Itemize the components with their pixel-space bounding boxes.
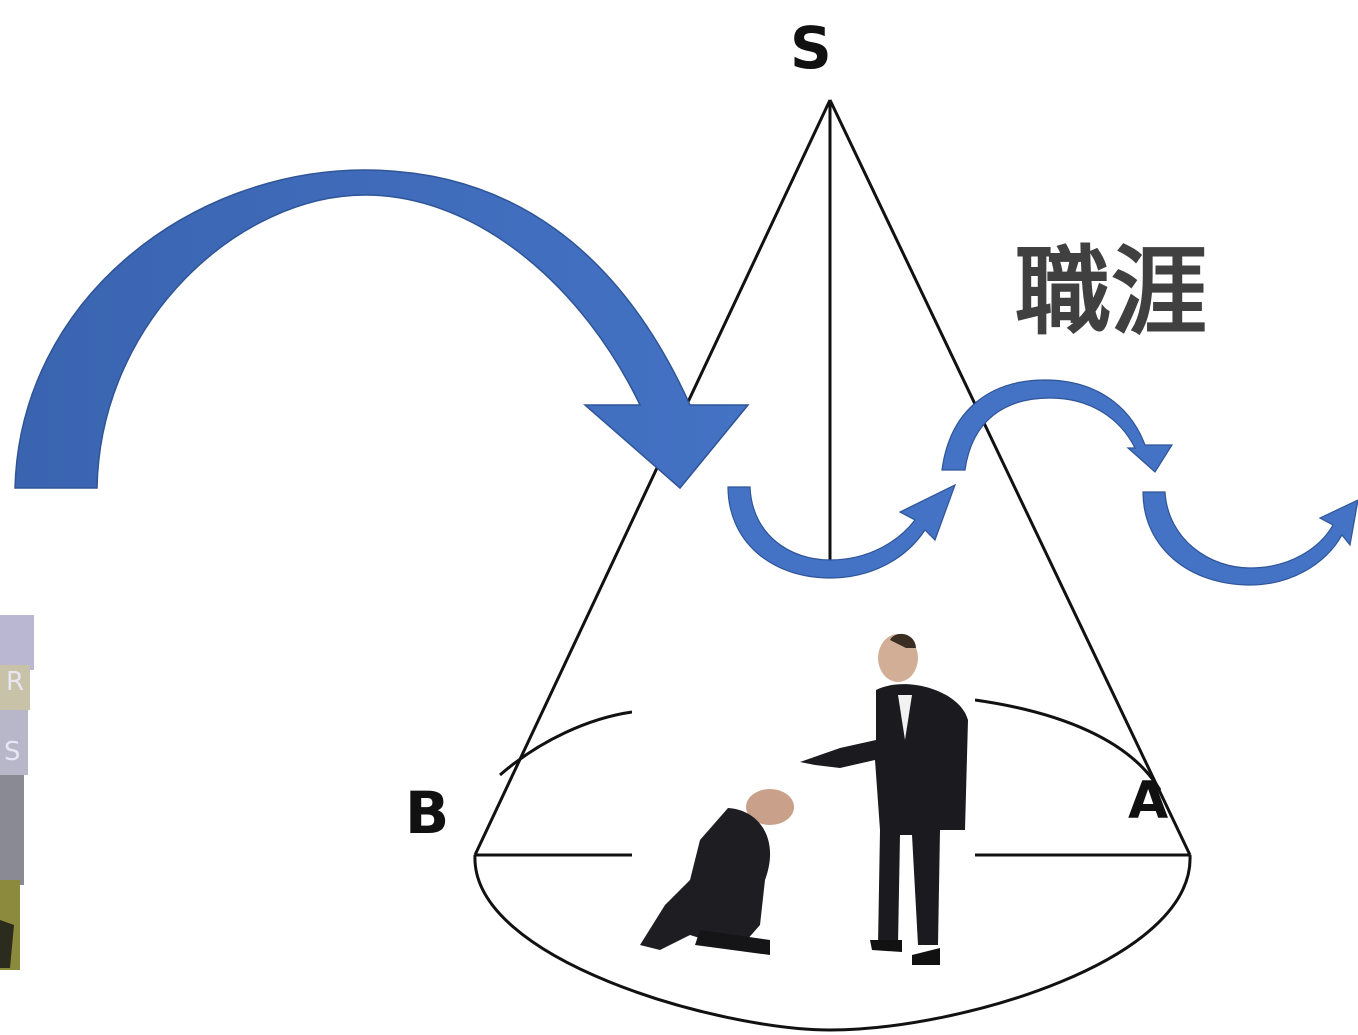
- clipart-letter-s: S: [4, 737, 21, 767]
- wave-arrow-1: [727, 483, 957, 579]
- large-curved-arrow: [14, 169, 750, 490]
- point-label-b: B: [405, 779, 449, 847]
- cone-base-back-left: [499, 710, 633, 777]
- wave-arrow-2: [941, 379, 1174, 473]
- standing-man: [800, 633, 968, 965]
- cone: [473, 99, 1192, 1032]
- wave-arrow-3: [1142, 491, 1358, 586]
- point-label-a: A: [1128, 771, 1168, 831]
- cone-right-edge: [828, 99, 1192, 856]
- left-clipart-fragment: R S: [0, 615, 34, 970]
- career-title: 職涯: [1015, 236, 1207, 348]
- cone-base-back-right: [974, 698, 1162, 791]
- kneeling-man: [640, 789, 794, 955]
- cone-base-front: [473, 854, 1192, 1032]
- wave-arrows: [727, 379, 1358, 586]
- businessmen-photo: [632, 595, 975, 985]
- clipart-letter-r: R: [6, 667, 24, 697]
- cone-left-edge: [473, 99, 832, 856]
- apex-label-s: S: [790, 14, 832, 82]
